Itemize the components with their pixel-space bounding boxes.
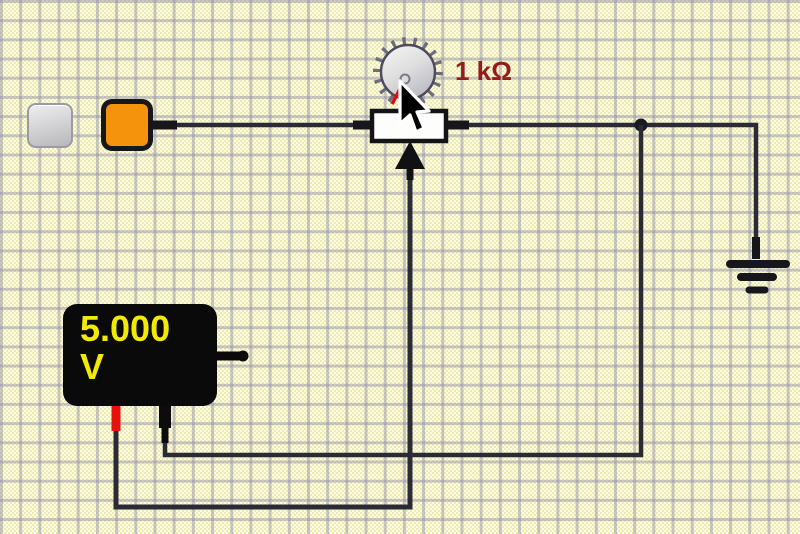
wire-pot-to-ground[interactable] (446, 120, 760, 259)
ground-icon[interactable] (726, 260, 790, 294)
potentiometer-knob[interactable] (373, 37, 443, 107)
voltmeter-display[interactable]: 5.000 V (63, 304, 217, 406)
mouse-cursor-icon (398, 79, 431, 134)
potentiometer-value-label: 1 kΩ (455, 56, 512, 86)
potentiometer-component[interactable] (369, 37, 449, 144)
wire-junction-to-black-probe[interactable] (162, 125, 644, 458)
wiper-arrow-icon (395, 141, 425, 169)
gray-button-component[interactable] (27, 103, 73, 148)
voltmeter-terminal-stub[interactable] (211, 350, 249, 362)
voltmeter-unit: V (80, 346, 105, 387)
knob-pivot (399, 73, 411, 85)
wire-wiper-to-red-probe[interactable] (113, 141, 425, 510)
orange-component[interactable] (101, 99, 153, 151)
voltmeter-reading: 5.000 (80, 308, 171, 349)
